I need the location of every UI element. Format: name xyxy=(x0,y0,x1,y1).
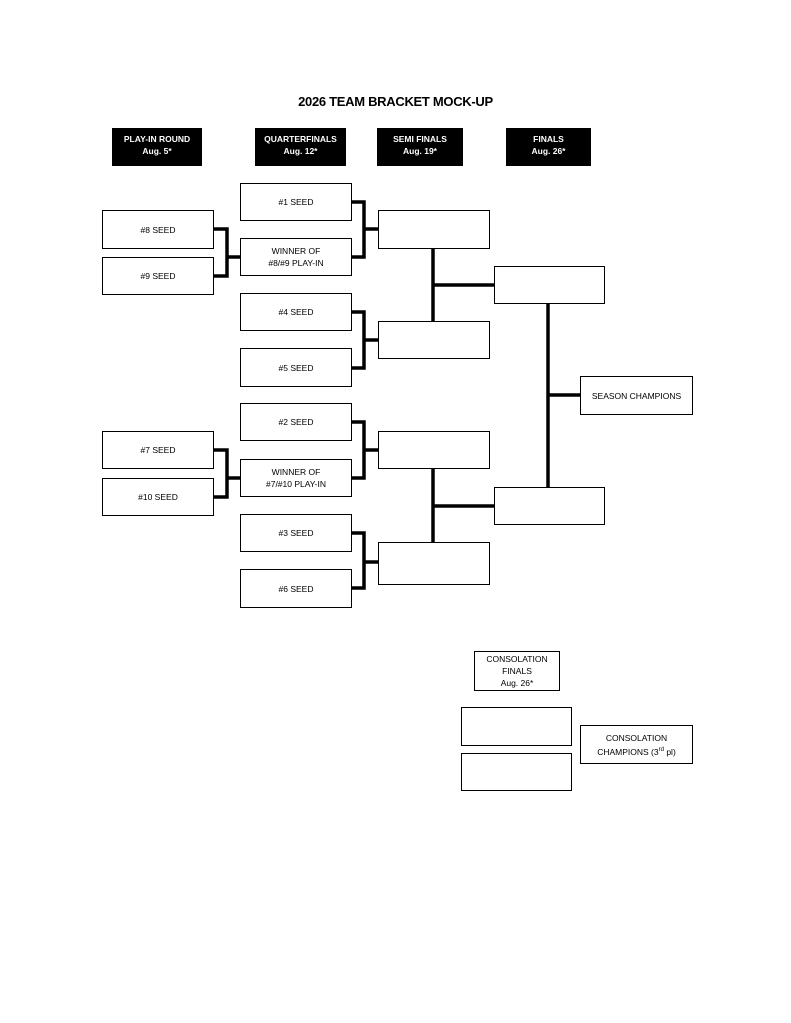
round-header-finals: FINALS Aug. 26* xyxy=(506,128,591,166)
qf-slot-label: #4 SEED xyxy=(278,307,314,317)
finals-slot-2 xyxy=(494,487,605,525)
connector-playin-2 xyxy=(211,448,242,499)
round-date: Aug. 19* xyxy=(402,145,437,156)
round-header-play-in: PLAY-IN ROUND Aug. 5* xyxy=(112,128,202,166)
season-champion-slot: SEASON CHAMPIONS xyxy=(580,376,693,415)
consolation-slot-2 xyxy=(461,753,572,791)
round-date: Aug. 5* xyxy=(142,145,172,156)
qf-slot-7: #3 SEED xyxy=(240,514,352,552)
round-name: FINALS xyxy=(533,134,564,144)
consolation-header-line2: FINALS xyxy=(502,666,532,676)
qf-slot-5: #2 SEED xyxy=(240,403,352,441)
sf-slot-1 xyxy=(378,210,490,249)
round-header-quarterfinals: QUARTERFINALS Aug. 12* xyxy=(255,128,346,166)
round-name: SEMI FINALS xyxy=(393,134,447,144)
round-name: QUARTERFINALS xyxy=(264,134,337,144)
qf-slot-label-line2: #7/#10 PLAY-IN xyxy=(265,479,326,489)
qf-slot-label: #3 SEED xyxy=(278,528,314,538)
play-in-slot-8: #8 SEED xyxy=(102,210,214,249)
play-in-slot-9: #9 SEED xyxy=(102,257,214,295)
qf-slot-4: #5 SEED xyxy=(240,348,352,387)
consolation-header-line3: Aug. 26* xyxy=(500,678,534,688)
consolation-champion-slot: CONSOLATION CHAMPIONS (3rd pl) xyxy=(580,725,693,764)
qf-slot-label-line1: WINNER OF xyxy=(271,467,321,477)
connector-sf-1 xyxy=(431,246,496,323)
consolation-champion-line1: CONSOLATION xyxy=(605,732,668,743)
connector-sf-2 xyxy=(431,466,496,544)
consolation-slot-1 xyxy=(461,707,572,746)
qf-slot-label: #5 SEED xyxy=(278,362,314,373)
consolation-header-line1: CONSOLATION xyxy=(486,654,548,664)
round-date: Aug. 26* xyxy=(531,145,566,156)
qf-slot-1: #1 SEED xyxy=(240,183,352,221)
qf-slot-label: #2 SEED xyxy=(278,417,314,427)
sf-slot-3 xyxy=(378,431,490,469)
qf-slot-label: WINNER OF #7/#10 PLAY-IN xyxy=(266,466,326,490)
connector-finals xyxy=(546,300,582,489)
connector-qf-2 xyxy=(349,310,380,370)
sf-slot-2 xyxy=(378,321,490,359)
qf-slot-label: #6 SEED xyxy=(278,583,314,594)
play-in-slot-10: #10 SEED xyxy=(102,478,214,516)
qf-slot-label-line2: #8/#9 PLAY-IN xyxy=(268,258,324,268)
play-in-slot-7: #7 SEED xyxy=(102,431,214,469)
consolation-header: CONSOLATION FINALS Aug. 26* xyxy=(474,651,560,691)
consolation-champion-text-end: pl) xyxy=(663,746,676,757)
qf-slot-3: #4 SEED xyxy=(240,293,352,331)
qf-slot-label-line1: WINNER OF xyxy=(271,246,321,256)
connector-playin-1 xyxy=(211,227,242,278)
consolation-champion-label: CONSOLATION CHAMPIONS (3rd pl) xyxy=(597,732,676,758)
round-header-semifinals: SEMI FINALS Aug. 19* xyxy=(377,128,463,166)
round-date: Aug. 12* xyxy=(283,145,318,156)
qf-slot-6: WINNER OF #7/#10 PLAY-IN xyxy=(240,459,352,497)
consolation-champion-line2: CHAMPIONS (3rd pl) xyxy=(597,744,676,758)
consolation-champion-text: CHAMPIONS (3 xyxy=(597,746,659,757)
qf-slot-8: #6 SEED xyxy=(240,569,352,608)
connector-qf-4 xyxy=(349,531,380,590)
sf-slot-4 xyxy=(378,542,490,585)
qf-slot-label: #1 SEED xyxy=(278,197,314,207)
finals-slot-1 xyxy=(494,266,605,304)
bracket-title: 2026 TEAM BRACKET MOCK-UP xyxy=(298,94,493,109)
round-name: PLAY-IN ROUND xyxy=(123,134,191,144)
qf-slot-label: WINNER OF #8/#9 PLAY-IN xyxy=(268,245,323,269)
qf-slot-2: WINNER OF #8/#9 PLAY-IN xyxy=(240,238,352,276)
consolation-champion-sup: rd xyxy=(658,746,664,753)
connector-qf-1 xyxy=(349,200,380,259)
connector-qf-3 xyxy=(349,420,380,480)
